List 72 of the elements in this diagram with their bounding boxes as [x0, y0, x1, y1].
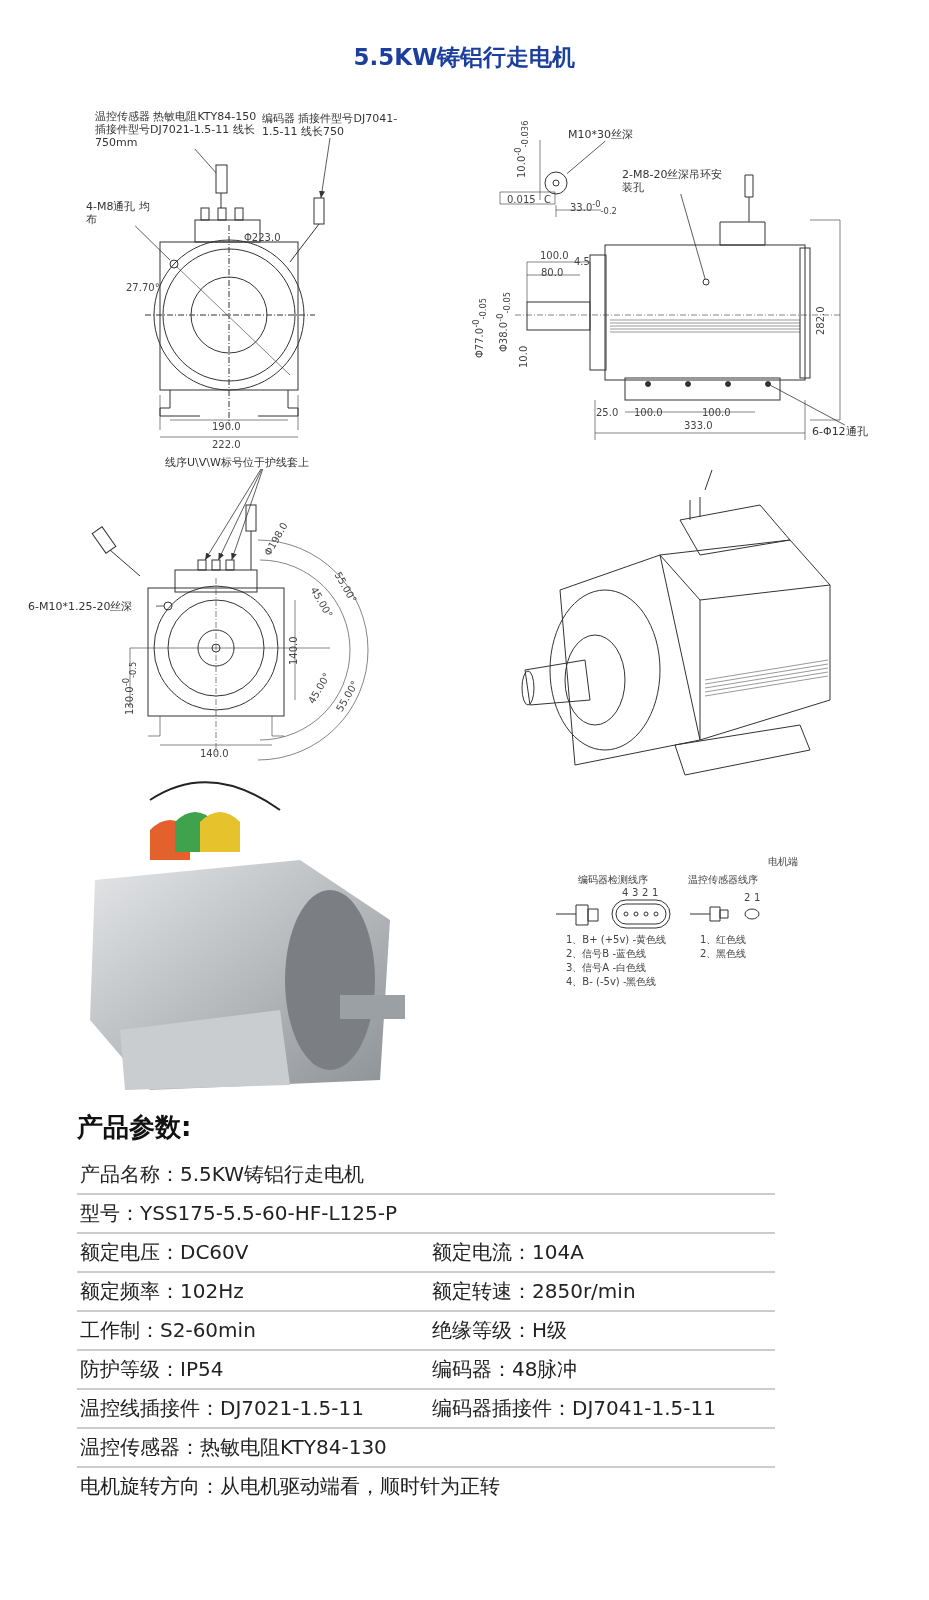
dimension-text: Φ223.0	[244, 232, 281, 244]
dimension-text: 140.0	[200, 748, 229, 760]
dimension-text: 190.0	[212, 421, 241, 433]
dimension-text: 100.0	[540, 250, 569, 262]
dimension-text: 80.0	[541, 267, 564, 279]
annotation-note: M10*30丝深	[568, 128, 658, 141]
wiring-text: 温控传感器线序	[688, 874, 758, 886]
wiring-text: 2	[744, 892, 751, 904]
wiring-text: 1	[754, 892, 761, 904]
dimension-text: 4.5	[574, 256, 590, 268]
wiring-text: 编码器检测线序	[578, 874, 648, 886]
annotation-note: 温控传感器 热敏电阻KTY84-150 插接件型号DJ7021-1.5-11 线长750mm	[95, 110, 260, 149]
annotation-note: 编码器 插接件型号DJ7041-1.5-11 线长750	[262, 112, 402, 138]
dimension-text: 10.0	[518, 345, 530, 368]
wiring-text: 3、信号A -白色线	[566, 962, 646, 974]
spec-cell: 温控传感器：热敏电阻KTY84-130	[80, 1435, 387, 1459]
spec-cell: 工作制：S2-60min	[80, 1318, 256, 1342]
terminal-post	[211, 559, 221, 571]
annotation-note: 4-M8通孔 均布	[86, 200, 158, 226]
base-hole	[765, 381, 771, 387]
section-heading: 产品参数:	[77, 1111, 192, 1144]
dimension-text: 100.0	[702, 407, 731, 419]
dimension-text: 333.0	[684, 420, 713, 432]
connector-plug	[313, 197, 325, 225]
spec-cell: 额定频率：102Hz	[80, 1279, 244, 1303]
dimension-text: 282.0	[815, 306, 827, 335]
spec-cell: 产品名称：5.5KW铸铝行走电机	[80, 1162, 364, 1186]
leader-line	[566, 140, 606, 175]
leader-line	[680, 193, 706, 280]
wiring-text: 4	[622, 887, 629, 899]
dimension-text: 25.0	[596, 407, 619, 419]
wiring-text: 1、B+ (+5v) -黄色线	[566, 934, 667, 946]
terminal-post	[197, 559, 207, 571]
spec-cell: 型号：YSS175-5.5-60-HF-L125-P	[80, 1201, 398, 1225]
spec-cell: 防护等级：IP54	[80, 1357, 224, 1381]
leader-line	[134, 225, 171, 261]
dimension-text: 0.015	[507, 194, 536, 206]
spec-cell: 编码器插接件：DJ7041-1.5-11	[432, 1396, 716, 1420]
dimension-text: 27.70°	[126, 282, 160, 294]
lifting-hole	[702, 278, 710, 286]
annotation-note: 6-Φ12通孔	[812, 425, 902, 438]
annotation-note: 线序U\V\W标号位于护线套上	[165, 456, 365, 469]
mounting-hole	[169, 259, 179, 269]
connector-plug	[215, 164, 228, 194]
flange-hole	[163, 601, 173, 611]
shaft-end	[544, 171, 568, 195]
wiring-text: 电机端	[768, 856, 798, 868]
spec-cell: 温控线插接件：DJ7021-1.5-11	[80, 1396, 364, 1420]
spec-cell: 额定转速：2850r/min	[432, 1279, 636, 1303]
wiring-text: 3	[632, 887, 639, 899]
wiring-text: 1、红色线	[700, 934, 747, 946]
wiring-text: 2、黑色线	[700, 948, 747, 960]
leader-line	[770, 384, 846, 426]
dimension-text: 100.0	[634, 407, 663, 419]
leader-line	[194, 148, 217, 174]
wiring-text: 2、信号B -蓝色线	[566, 948, 646, 960]
wiring-text: 1	[652, 887, 659, 899]
spec-cell: 额定电流：104A	[432, 1240, 584, 1264]
terminal-post	[225, 559, 235, 571]
wiring-text: 2	[642, 887, 649, 899]
spec-cell: 电机旋转方向：从电机驱动端看，顺时针为正转	[80, 1474, 500, 1498]
page-title: 5.5KW铸铝行走电机	[353, 44, 576, 70]
annotation-note: 2-M8-20丝深吊环安装孔	[622, 168, 732, 194]
annotation-note: 6-M10*1.25-20丝深	[28, 600, 156, 613]
spec-cell: 绝缘等级：H级	[432, 1318, 568, 1342]
wiring-text: 4、B- (-5v) -黑色线	[566, 976, 657, 988]
spec-cell: 额定电压：DC60V	[80, 1240, 249, 1264]
spec-cell: 编码器：48脉冲	[432, 1357, 578, 1381]
dimension-text: C	[544, 194, 551, 206]
leader-line	[155, 605, 165, 607]
dimension-text: 222.0	[212, 439, 241, 451]
dimension-text: 140.0	[288, 636, 300, 665]
